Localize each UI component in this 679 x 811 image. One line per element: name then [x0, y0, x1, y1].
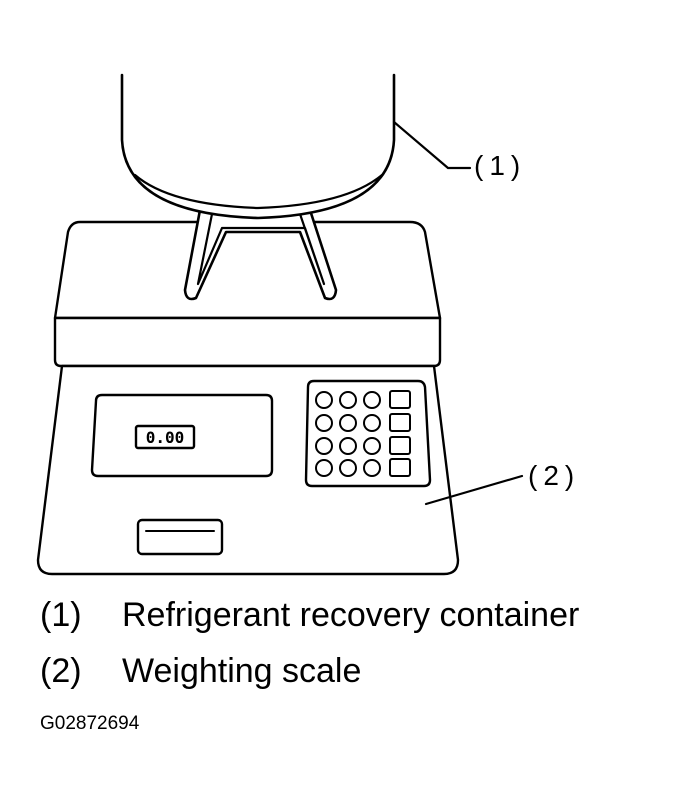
- container-leg-left: [183, 208, 338, 301]
- keypad-function-key: [389, 436, 411, 455]
- paper-slot: [136, 518, 224, 556]
- legend-label: Refrigerant recovery container: [122, 596, 580, 634]
- callout-scale: (2): [528, 460, 581, 491]
- keypad-button: [315, 391, 333, 409]
- keypad-button: [363, 391, 381, 409]
- legend-number: (2): [40, 652, 82, 690]
- scale-platform-edge: [53, 316, 442, 368]
- leader-line-2: [424, 474, 524, 506]
- container-leg-inner: [196, 212, 326, 286]
- legend-number: (1): [40, 596, 82, 634]
- legend-item: (2) Weighting scale: [40, 654, 361, 688]
- keypad-button: [339, 414, 357, 432]
- keypad-buttons: [315, 390, 411, 477]
- keypad-button: [339, 437, 357, 455]
- callout-container: (1): [474, 150, 527, 181]
- keypad-button: [315, 437, 333, 455]
- keypad-button: [339, 391, 357, 409]
- figure-id: G02872694: [40, 713, 140, 734]
- display-readout: 0.00: [146, 428, 185, 447]
- legend-label: Weighting scale: [122, 652, 362, 690]
- container-bottom-rim: [133, 173, 384, 210]
- recovery-container: [120, 73, 396, 220]
- leader-line-1: [392, 120, 472, 170]
- legend-item: (1) Refrigerant recovery container: [40, 598, 579, 632]
- keypad-button: [363, 414, 381, 432]
- keypad: [304, 379, 432, 488]
- keypad-function-key: [389, 458, 411, 477]
- keypad-function-key: [389, 413, 411, 432]
- keypad-function-key: [389, 390, 411, 409]
- scale-diagram: 0.00: [36, 73, 524, 576]
- keypad-button: [315, 414, 333, 432]
- keypad-button: [315, 459, 333, 477]
- keypad-button: [363, 437, 381, 455]
- scale-platform: [53, 220, 442, 320]
- keypad-button: [339, 459, 357, 477]
- keypad-button: [363, 459, 381, 477]
- display-screen: [134, 424, 196, 450]
